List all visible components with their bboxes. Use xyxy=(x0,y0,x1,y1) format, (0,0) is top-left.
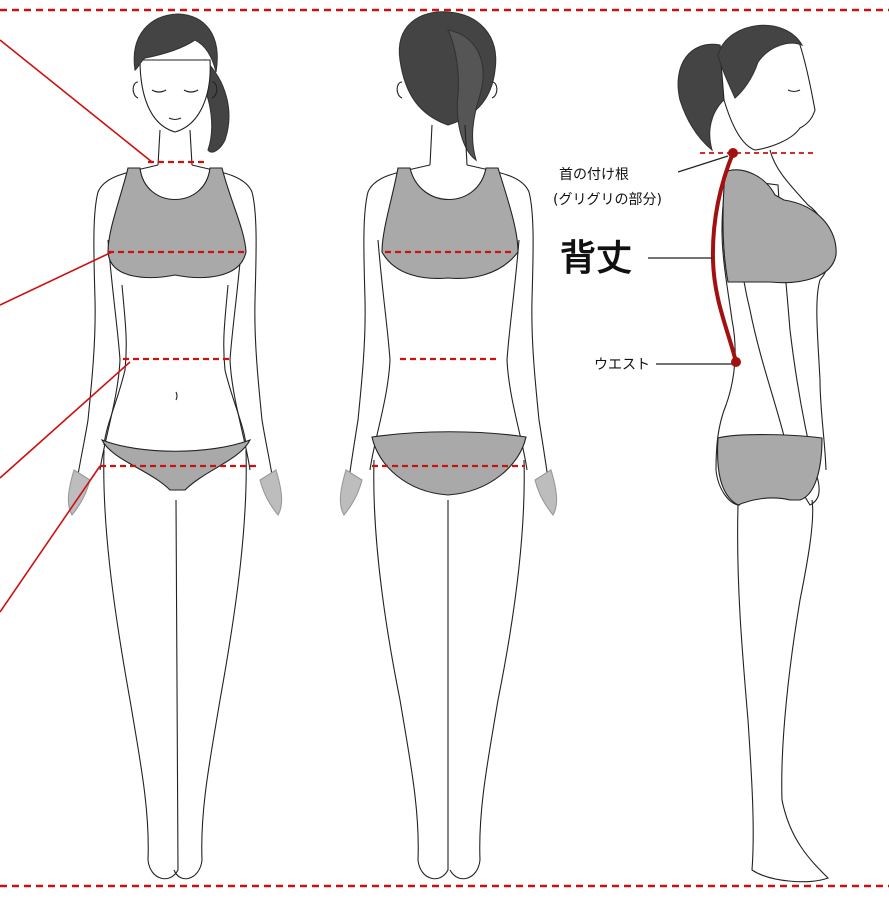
back-figure xyxy=(340,12,556,879)
front-face xyxy=(140,60,210,132)
front-legs xyxy=(104,450,247,879)
front-right-hand xyxy=(260,470,282,515)
front-leader-lines xyxy=(0,40,152,612)
back-length-label: 背丈 xyxy=(560,238,632,279)
neck-base-leader xyxy=(678,156,728,172)
neck-base-sublabel: (グリグリの部分) xyxy=(553,192,662,208)
side-legs xyxy=(738,500,828,882)
waist-dot xyxy=(731,357,741,367)
front-figure xyxy=(68,14,281,879)
back-bra xyxy=(382,168,518,278)
back-legs xyxy=(374,460,525,879)
back-briefs xyxy=(372,432,526,495)
side-briefs xyxy=(718,435,822,505)
side-bra xyxy=(723,170,836,283)
front-bra xyxy=(108,168,246,278)
waist-label: ウエスト xyxy=(594,357,650,373)
neck-base-label: 首の付け根 xyxy=(559,167,629,183)
neck-base-dot xyxy=(728,148,738,158)
